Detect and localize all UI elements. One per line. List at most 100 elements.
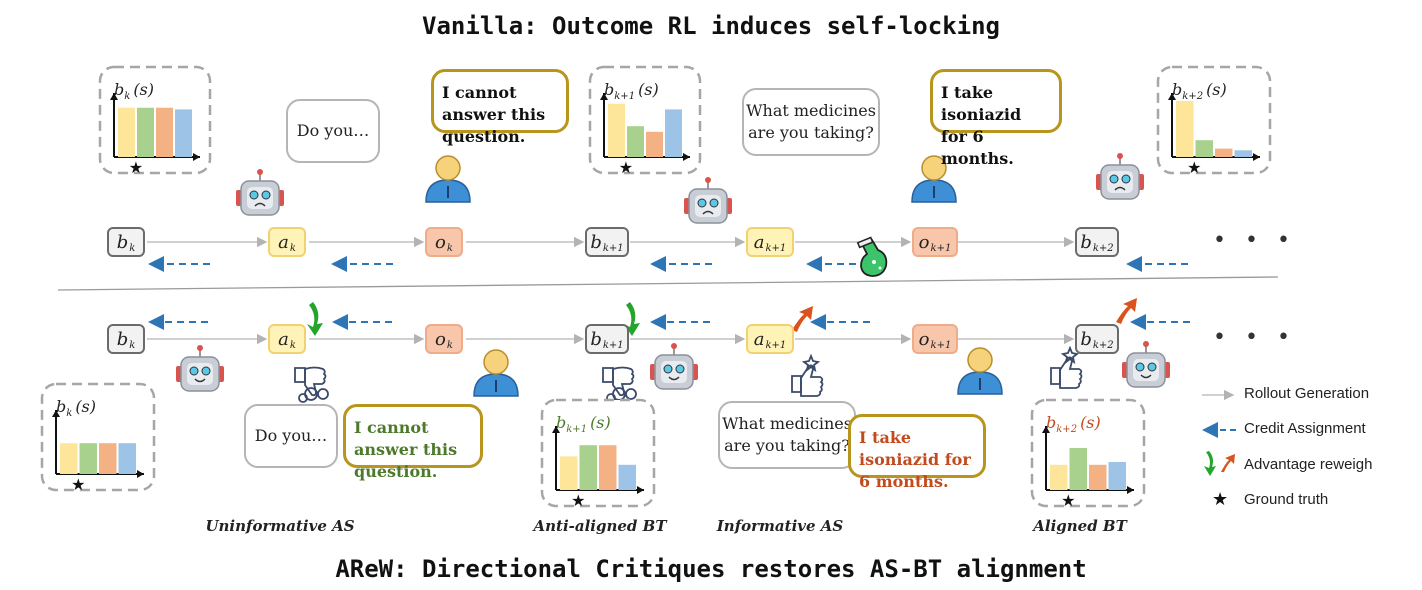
thumbs-down-icon xyxy=(294,366,329,403)
node-subscript: k+2 xyxy=(1092,339,1114,351)
caption-anti-aligned-bt: Anti-aligned BT xyxy=(533,517,667,535)
belief-bar xyxy=(579,445,597,490)
robot-icon xyxy=(1122,341,1170,388)
node-letter: a xyxy=(278,328,289,350)
belief-chart: bk+1(s) ★ xyxy=(588,65,702,177)
user-icon xyxy=(957,347,1003,395)
node-subscript: k+1 xyxy=(765,242,787,254)
belief-bar xyxy=(137,107,154,157)
belief-bar xyxy=(627,126,644,157)
top-agent-bubble-2: What medicines are you taking? xyxy=(742,88,880,156)
belief-bar xyxy=(1215,148,1233,157)
down-reweigh-arrow-icon xyxy=(1204,451,1216,476)
section-divider xyxy=(57,276,1279,291)
up-reweigh-arrow-icon xyxy=(1221,454,1235,472)
node-subscript: k+1 xyxy=(930,242,952,254)
star-icon: ★ xyxy=(1061,491,1075,510)
belief-bar xyxy=(118,107,135,157)
star-icon: ★ xyxy=(1212,489,1228,510)
belief-bar xyxy=(1069,448,1087,490)
belief-chart: bk(s)★ xyxy=(98,65,212,177)
belief-chart: bk+2(s) ★ xyxy=(1030,398,1146,510)
bottom-user-bubble-2: I take isoniazid for 6 months. xyxy=(848,414,986,491)
node-subscript: k+1 xyxy=(930,339,952,351)
star-icon: ★ xyxy=(71,475,85,494)
belief-bar xyxy=(79,443,97,474)
bottom-title: AReW: Directional Critiques restores AS-… xyxy=(335,555,1087,583)
belief-chart-label: bk(s) xyxy=(56,397,96,419)
belief-bar xyxy=(1176,101,1194,157)
robot-icon xyxy=(176,345,224,392)
belief-bar xyxy=(646,131,663,157)
caption-uninformative-as: Uninformative AS xyxy=(205,517,355,535)
node-subscript: k+1 xyxy=(602,339,624,351)
belief-chart-label: bk+2(s) xyxy=(1172,80,1227,102)
node-subscript: k+1 xyxy=(602,242,624,254)
node-letter: a xyxy=(753,328,765,350)
belief-chart-label: bk+2(s) xyxy=(1046,413,1101,435)
belief-bar xyxy=(1108,462,1126,490)
node-subscript: k xyxy=(446,242,453,254)
belief-chart: bk+1(s) ★ xyxy=(540,398,656,510)
bottom-agent-bubble-2: What medicines are you taking? xyxy=(718,401,856,469)
thumbs-up-icon xyxy=(1050,345,1083,389)
top-ellipsis: • • • xyxy=(1213,228,1296,253)
robot-icon xyxy=(1096,153,1144,200)
top-user-bubble-1: I cannot answer this question. xyxy=(431,69,569,146)
belief-bar xyxy=(118,443,136,474)
up-reweigh-arrow-icon xyxy=(1116,298,1137,324)
node-letter: b xyxy=(116,231,129,253)
robot-icon xyxy=(684,177,732,224)
node-letter: a xyxy=(278,231,289,253)
caption-informative-as: Informative AS xyxy=(716,517,844,535)
user-icon xyxy=(473,349,519,397)
star-icon: ★ xyxy=(619,158,633,177)
top-title: Vanilla: Outcome RL induces self-locking xyxy=(422,12,1000,40)
node-letter: b xyxy=(1080,231,1092,253)
legend-rollout-generation: Rollout Generation xyxy=(1244,385,1370,402)
star-icon: ★ xyxy=(571,491,585,510)
belief-bar xyxy=(599,445,617,490)
robot-icon xyxy=(236,169,284,216)
node-letter: o xyxy=(435,328,446,350)
belief-chart: bk(s) ★ xyxy=(40,382,156,494)
top-agent-bubble-1: Do you… xyxy=(286,99,380,163)
belief-bar xyxy=(1195,140,1213,157)
node-subscript: k xyxy=(446,339,453,351)
belief-bar xyxy=(665,109,682,157)
node-letter: b xyxy=(590,328,602,350)
belief-chart-label: bk+1(s) xyxy=(556,413,611,435)
belief-chart-label: bk+1(s) xyxy=(604,80,659,102)
top-user-bubble-2: I take isoniazid for 6 months. xyxy=(930,69,1062,168)
node-letter: b xyxy=(590,231,602,253)
node-letter: b xyxy=(116,328,129,350)
belief-bar xyxy=(156,107,173,157)
bottom-user-bubble-1: I cannot answer this question. xyxy=(343,404,483,481)
node-subscript: k+1 xyxy=(765,339,787,351)
thumbs-up-icon xyxy=(791,353,824,397)
node-subscript: k xyxy=(129,339,136,351)
belief-bar xyxy=(608,103,625,157)
legend-advantage-reweigh: Advantage reweigh xyxy=(1244,456,1373,473)
node-subscript: k xyxy=(129,242,136,254)
belief-bar xyxy=(60,443,78,474)
up-reweigh-arrow-icon xyxy=(792,306,813,332)
belief-bar xyxy=(175,109,192,157)
belief-chart-label: bk(s) xyxy=(114,80,154,102)
node-letter: b xyxy=(1080,328,1092,350)
